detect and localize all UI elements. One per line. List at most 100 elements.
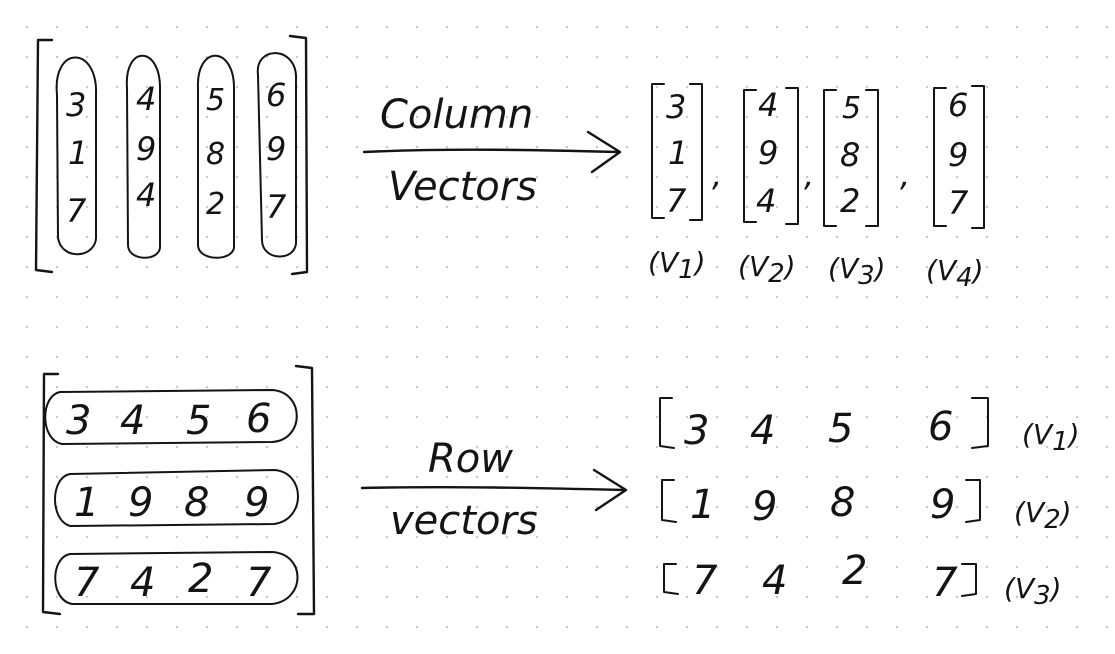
matrix-entry: 5 bbox=[206, 83, 225, 118]
vector-2-left-bracket bbox=[743, 89, 757, 223]
matrix-entry: 3 bbox=[66, 398, 91, 444]
matrix-entry: 2 bbox=[188, 556, 213, 602]
matrix-entry: 9 bbox=[266, 130, 286, 168]
matrix-right-bracket bbox=[294, 364, 316, 616]
matrix-entry: 6 bbox=[246, 396, 271, 442]
vector-label-v3: (V3) bbox=[828, 252, 886, 291]
row-1-entries: 3 4 5 6 bbox=[66, 396, 271, 444]
vector-1-right-bracket bbox=[689, 83, 703, 221]
vector-1-left-bracket bbox=[651, 83, 665, 219]
row-arrow-group: Row vectors bbox=[360, 436, 628, 544]
matrix-left-bracket bbox=[34, 38, 54, 274]
vector-4-right-bracket bbox=[971, 85, 985, 229]
column-matrix: 3 1 7 4 9 4 5 8 2 6 9 7 bbox=[34, 34, 309, 276]
vector-entry: 7 bbox=[692, 558, 718, 604]
row-arrow-label-line1: Row bbox=[428, 436, 513, 482]
vector-label-v1: (V1) bbox=[648, 246, 706, 285]
vector-entry: 6 bbox=[928, 404, 953, 450]
row-vector-1-right-bracket bbox=[971, 397, 989, 449]
vector-2-right-bracket bbox=[785, 87, 799, 225]
row-2-entries: 1 9 8 9 bbox=[74, 480, 269, 526]
row-vector-2-left-bracket bbox=[661, 479, 677, 523]
column-arrow-group: Column Vectors bbox=[362, 92, 622, 210]
vector-entry: 9 bbox=[758, 134, 778, 172]
column-loop-4 bbox=[256, 52, 298, 258]
vector-entry: 1 bbox=[668, 134, 688, 172]
matrix-entry: 4 bbox=[120, 398, 145, 444]
vector-entry: 2 bbox=[840, 182, 860, 220]
vector-label-v1: (V1) bbox=[1022, 418, 1080, 457]
matrix-entry: 1 bbox=[74, 480, 99, 526]
row-matrix: 3 4 5 6 1 9 8 9 7 4 2 7 bbox=[41, 364, 316, 616]
matrix-entry: 1 bbox=[68, 134, 88, 172]
vector-entry: 7 bbox=[666, 182, 687, 220]
vector-entry: 4 bbox=[756, 182, 776, 220]
vector-entry: 3 bbox=[684, 408, 709, 454]
vector-3-right-bracket bbox=[865, 89, 879, 227]
column-arrow-label-line1: Column bbox=[380, 92, 533, 138]
vector-4-left-bracket bbox=[933, 87, 947, 227]
vector-entry: 2 bbox=[842, 548, 867, 594]
matrix-entry: 8 bbox=[206, 137, 225, 172]
matrix-entry: 7 bbox=[246, 560, 272, 606]
matrix-entry: 6 bbox=[266, 76, 286, 114]
row-arrow-label-line2: vectors bbox=[390, 498, 538, 544]
column-arrow bbox=[362, 130, 622, 174]
vector-label-v4: (V4) bbox=[926, 254, 984, 293]
column-arrow-label-line2: Vectors bbox=[388, 164, 537, 210]
vector-label-v2: (V2) bbox=[1014, 496, 1072, 535]
vector-3-left-bracket bbox=[823, 89, 837, 227]
matrix-entry: 4 bbox=[136, 80, 156, 118]
vector-label-v3: (V3) bbox=[1004, 572, 1062, 611]
row-arrow bbox=[360, 468, 628, 512]
column-vectors: 3 1 7 , 4 9 4 , 5 8 2 , 6 9 7 bbox=[651, 83, 985, 229]
row-loop-3 bbox=[54, 551, 299, 605]
vector-entry: 9 bbox=[752, 484, 777, 530]
column-1-entries: 3 1 7 bbox=[66, 86, 88, 230]
row-loop-2 bbox=[54, 469, 299, 527]
vector-entry: 8 bbox=[840, 136, 860, 174]
vector-entry: 4 bbox=[750, 408, 775, 454]
row-vector-2-right-bracket bbox=[965, 479, 981, 523]
column-3-entries: 5 8 2 bbox=[206, 83, 225, 222]
matrix-entry: 5 bbox=[186, 398, 211, 444]
vector-entry: 5 bbox=[828, 406, 853, 452]
vector-separator: , bbox=[900, 156, 910, 194]
vector-entry: 7 bbox=[948, 184, 969, 222]
matrix-entry: 4 bbox=[136, 176, 156, 214]
row-vectors: 3 4 5 6 (V1) 1 9 8 9 (V2) 7 4 2 7 (V3) bbox=[659, 397, 1080, 611]
row-vector-3-left-bracket bbox=[663, 563, 679, 595]
matrix-entry: 8 bbox=[184, 480, 209, 526]
matrix-entry: 9 bbox=[244, 480, 269, 526]
matrix-entry: 7 bbox=[266, 188, 287, 226]
matrix-entry: 7 bbox=[74, 560, 100, 606]
vector-entry: 6 bbox=[948, 86, 968, 124]
matrix-right-bracket bbox=[288, 34, 309, 276]
column-vector-labels: (V1) (V2) (V3) (V4) bbox=[648, 246, 984, 293]
vector-entry: 8 bbox=[830, 480, 855, 526]
vector-entry: 9 bbox=[948, 136, 968, 174]
matrix-entry: 9 bbox=[136, 130, 156, 168]
row-vector-3-right-bracket bbox=[961, 563, 977, 597]
matrix-entry: 2 bbox=[206, 187, 225, 222]
vector-entry: 4 bbox=[762, 558, 787, 604]
vector-entry: 1 bbox=[690, 482, 715, 528]
matrix-entry: 4 bbox=[130, 560, 155, 606]
matrix-entry: 9 bbox=[128, 480, 153, 526]
vector-entry: 3 bbox=[666, 88, 686, 126]
column-4-entries: 6 9 7 bbox=[266, 76, 287, 226]
vector-entry: 7 bbox=[932, 560, 958, 606]
vector-separator: , bbox=[712, 156, 722, 194]
matrix-entry: 7 bbox=[66, 192, 87, 230]
vector-entry: 9 bbox=[930, 482, 955, 528]
vector-separator: , bbox=[804, 156, 814, 194]
row-vector-1-left-bracket bbox=[659, 397, 675, 449]
vector-label-v2: (V2) bbox=[738, 250, 796, 289]
column-loop-2 bbox=[125, 54, 161, 259]
column-loop-1 bbox=[55, 56, 98, 256]
column-2-entries: 4 9 4 bbox=[136, 80, 156, 214]
matrix-left-bracket bbox=[41, 372, 62, 616]
vector-entry: 5 bbox=[842, 91, 861, 126]
column-loop-3 bbox=[196, 54, 235, 259]
